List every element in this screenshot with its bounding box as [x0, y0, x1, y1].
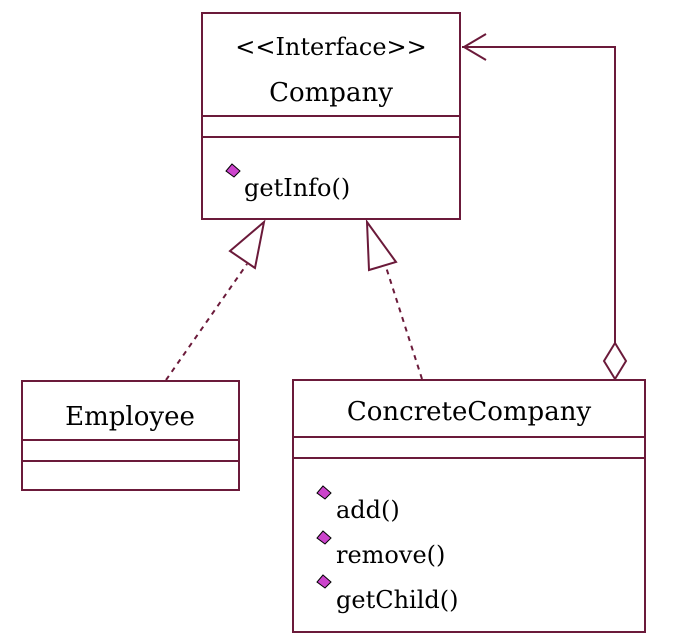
class-concrete-company-name: ConcreteCompany [347, 397, 592, 427]
dashed-line [165, 263, 248, 381]
method-row[interactable]: getChild() [316, 574, 458, 614]
method-label: getChild() [336, 586, 458, 614]
aggregation-concrete-company-to-company [462, 33, 628, 381]
method-icon [316, 530, 332, 545]
class-company-stereotype: <<Interface>> [235, 33, 427, 61]
hollow-triangle-arrowhead-icon [228, 219, 266, 270]
class-company-name: Company [269, 78, 393, 108]
method-label: getInfo() [244, 174, 350, 202]
hollow-diamond-icon [602, 341, 628, 381]
class-employee-box [21, 380, 240, 491]
class-concrete-company[interactable]: ConcreteCompany add() remove() getChild(… [292, 379, 646, 633]
class-employee-name: Employee [65, 402, 195, 432]
class-concrete-company-box [292, 379, 646, 633]
aggregation-line [462, 46, 616, 344]
method-icon [225, 163, 241, 178]
method-label: add() [336, 496, 400, 524]
method-row[interactable]: remove() [316, 530, 445, 569]
open-arrowhead-icon [462, 33, 487, 61]
method-row[interactable]: add() [316, 485, 400, 524]
realization-concrete-company-to-company [365, 218, 423, 380]
realization-employee-to-company [165, 219, 266, 381]
class-company[interactable]: <<Interface>> Company getInfo() [201, 12, 461, 220]
method-row[interactable]: getInfo() [225, 163, 350, 202]
hollow-triangle-arrowhead-icon [365, 218, 398, 272]
method-icon [316, 574, 332, 589]
method-icon [316, 485, 332, 500]
class-employee[interactable]: Employee [21, 380, 240, 491]
method-label: remove() [336, 541, 445, 569]
